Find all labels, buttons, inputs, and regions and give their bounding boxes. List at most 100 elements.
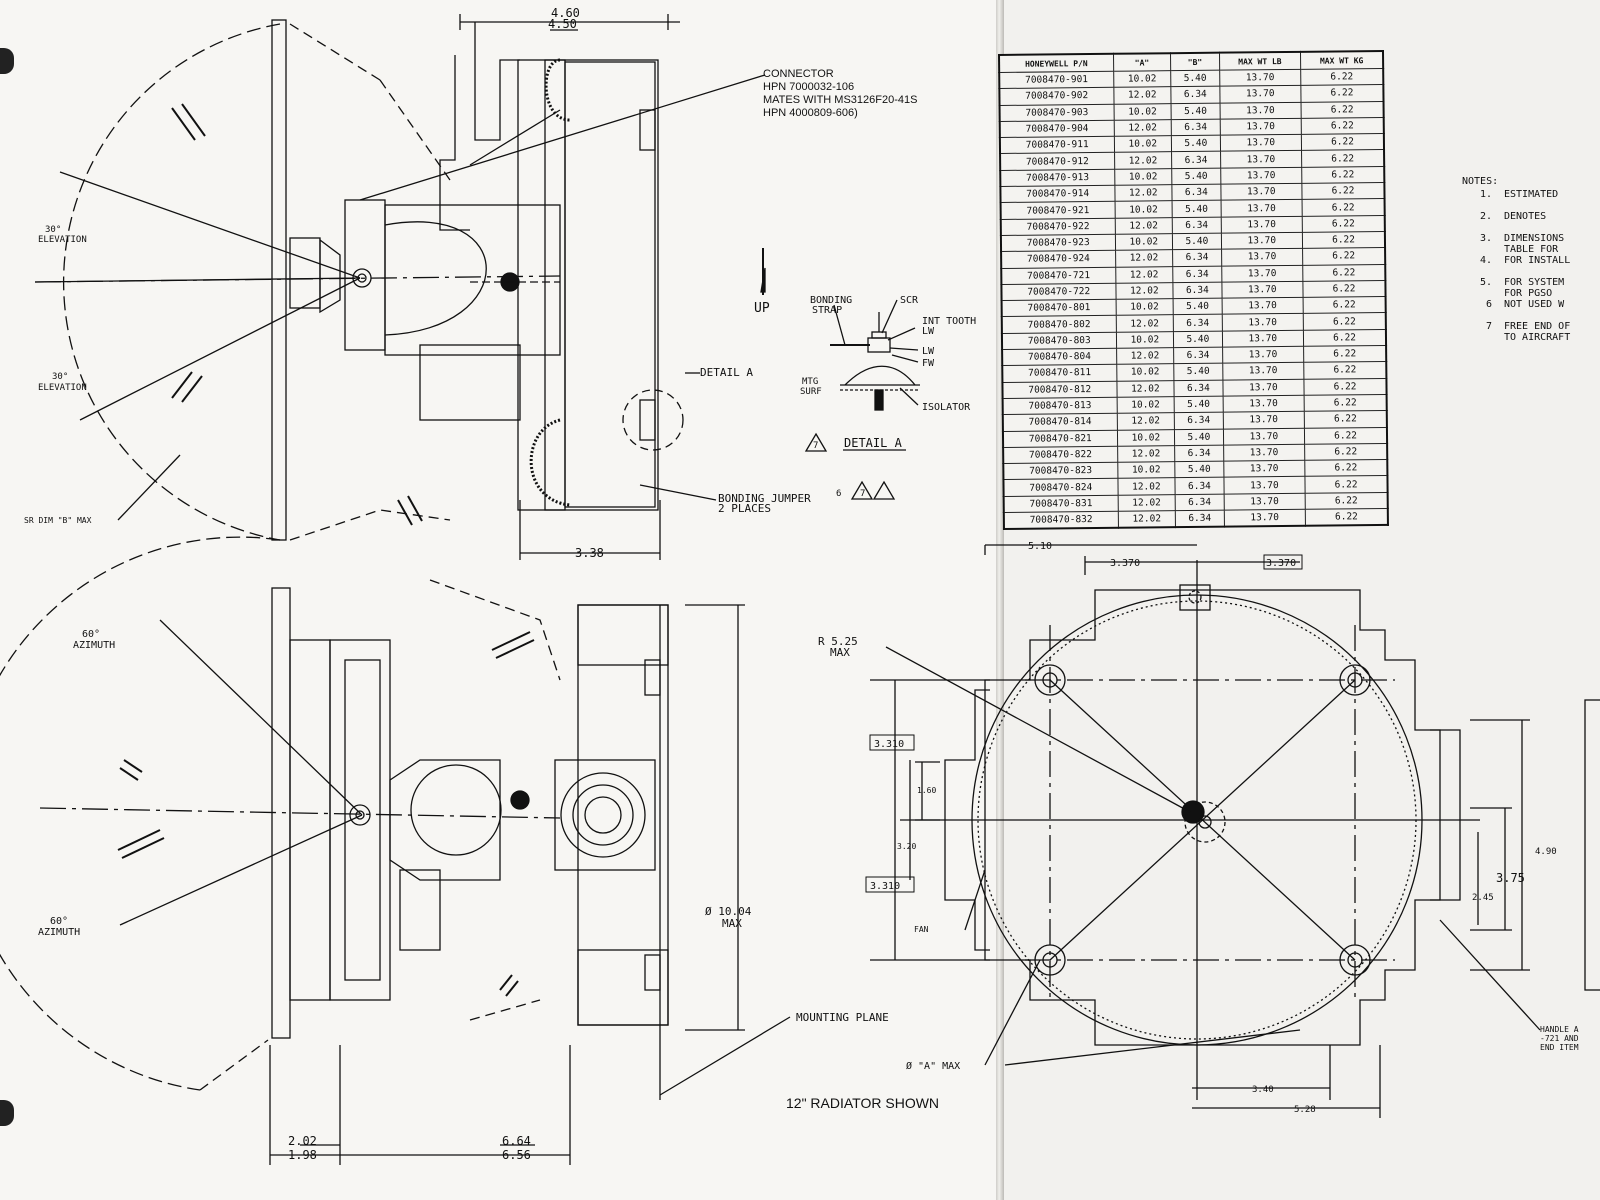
table-cell: 6.34 [1173, 314, 1222, 332]
table-cell: 13.70 [1219, 101, 1302, 120]
int-tooth-lw-label: LW [922, 326, 935, 337]
table-cell: 5.40 [1173, 363, 1223, 381]
table-cell: 6.22 [1304, 410, 1387, 428]
table-cell: 13.70 [1223, 460, 1306, 478]
table-cell: 7008470-903 [999, 103, 1114, 122]
table-cell: 10.02 [1114, 168, 1173, 186]
table-cell: 7008470-814 [1002, 413, 1117, 432]
table-cell: 7008470-924 [1001, 250, 1116, 269]
table-cell: 13.70 [1221, 248, 1303, 266]
table-cell: 12.02 [1115, 282, 1174, 300]
table-cell: 13.70 [1220, 199, 1303, 217]
note-item: 4.FOR INSTALL [1462, 255, 1600, 277]
table-cell: 13.70 [1222, 395, 1305, 413]
table-cell: 12.02 [1114, 217, 1173, 235]
table-cell: 13.70 [1219, 85, 1302, 103]
note-number: 6 [1485, 299, 1492, 310]
table-cell: 6.22 [1303, 296, 1386, 314]
table-cell: 7008470-831 [1003, 494, 1118, 513]
radiator-shown-caption: 12" RADIATOR SHOWN [786, 1095, 939, 1111]
table-cell: 5.40 [1171, 102, 1220, 120]
note-7-triangle-icon [804, 432, 828, 452]
table-cell: 7008470-821 [1002, 429, 1118, 448]
up-label: UP [754, 301, 770, 316]
handle-label-1: HANDLE A [1540, 1025, 1579, 1034]
dim-diameter: Ø 10.04 [705, 905, 752, 918]
dim-bottom-right-b: 6.56 [502, 1148, 531, 1162]
table-cell: 13.70 [1223, 444, 1305, 462]
detail-a [760, 248, 920, 500]
dim-bottom-left-b: 1.98 [288, 1148, 317, 1162]
note-text: NOT USED W [1504, 299, 1565, 310]
table-cell: 13.70 [1221, 264, 1304, 283]
table-cell: 13.70 [1221, 281, 1304, 299]
table-cell: 6.22 [1304, 459, 1388, 477]
dim-528: 5.28 [1294, 1105, 1316, 1115]
binding-hole-bottom [0, 1100, 14, 1126]
table-cell: 7008470-912 [1000, 152, 1115, 171]
isolator-label: ISOLATOR [922, 402, 971, 413]
table-header-cell: MAX WT KG [1300, 50, 1384, 70]
table-cell: 10.02 [1117, 461, 1176, 479]
table-cell: 13.70 [1220, 215, 1303, 234]
table-cell: 13.70 [1222, 346, 1304, 364]
table-cell: 12.02 [1114, 184, 1173, 202]
table-cell: 12.02 [1114, 152, 1172, 170]
elevation-bottom-angle: 30° [52, 372, 68, 382]
connector-label-line1: CONNECTOR [763, 68, 834, 80]
note-item: 6 NOT USED W [1462, 299, 1600, 321]
note-number: 5. [1479, 277, 1492, 288]
table-cell: 12.02 [1117, 445, 1175, 463]
table-cell: 6.22 [1300, 84, 1384, 102]
table-cell: 6.22 [1303, 280, 1386, 298]
table-header-cell: HONEYWELL P/N [999, 53, 1114, 73]
table-cell: 7008470-804 [1002, 348, 1117, 366]
table-cell: 7008470-922 [1000, 217, 1115, 236]
table-cell: 7008470-914 [1000, 185, 1115, 203]
table-cell: 5.40 [1173, 330, 1223, 348]
table-cell: 10.02 [1113, 70, 1172, 88]
table-cell: 13.70 [1219, 118, 1302, 136]
table-cell: 12.02 [1116, 380, 1175, 398]
table-cell: 10.02 [1113, 135, 1172, 153]
table-cell: 6.34 [1173, 282, 1222, 299]
table-header-cell: "A" [1113, 53, 1171, 72]
mtg-surf-label: MTG [802, 377, 818, 387]
note-item: 2.DENOTES [1462, 211, 1600, 233]
note-item: 5.FOR SYSTEM FOR PGSO [1462, 277, 1600, 299]
note-text: DENOTES [1504, 211, 1547, 222]
note-number: 1. [1479, 189, 1492, 200]
dim-bottom-left-a: 2.02 [288, 1134, 317, 1148]
fan-label: FAN [914, 925, 929, 934]
note-number: 3. [1479, 233, 1492, 244]
table-cell: 6.22 [1301, 101, 1384, 119]
bonding-strap-label-2: STRAP [812, 305, 842, 316]
dim-510: 5.10 [1028, 541, 1052, 552]
table-cell: 13.70 [1221, 297, 1304, 315]
int-tooth-label: INT TOOTH [922, 316, 976, 327]
table-cell: 6.22 [1301, 149, 1385, 168]
table-cell: 12.02 [1116, 412, 1175, 430]
table-cell: 6.22 [1301, 133, 1385, 151]
table-cell: 13.70 [1222, 362, 1305, 380]
note-number: 4. [1479, 255, 1492, 266]
table-cell: 7008470-901 [999, 71, 1114, 89]
table-cell: 13.70 [1221, 313, 1304, 331]
table-cell: 7008470-812 [1002, 380, 1117, 399]
binding-hole-top [0, 48, 14, 74]
table-cell: 6.22 [1303, 312, 1386, 331]
azimuth-view [0, 536, 791, 1165]
left-page [0, 0, 1000, 1200]
handle-label-3: END ITEM [1540, 1043, 1579, 1052]
table-cell: 7008470-811 [1002, 364, 1117, 383]
table-cell: 13.70 [1221, 330, 1304, 348]
table-cell: 5.40 [1172, 200, 1221, 218]
table-cell: 5.40 [1174, 428, 1224, 446]
table-cell: 6.34 [1175, 493, 1224, 511]
table-cell: 7008470-801 [1001, 299, 1116, 317]
table-cell: 13.70 [1223, 427, 1305, 445]
table-cell: 6.22 [1302, 215, 1385, 233]
dim-160: 1.60 [917, 786, 936, 795]
